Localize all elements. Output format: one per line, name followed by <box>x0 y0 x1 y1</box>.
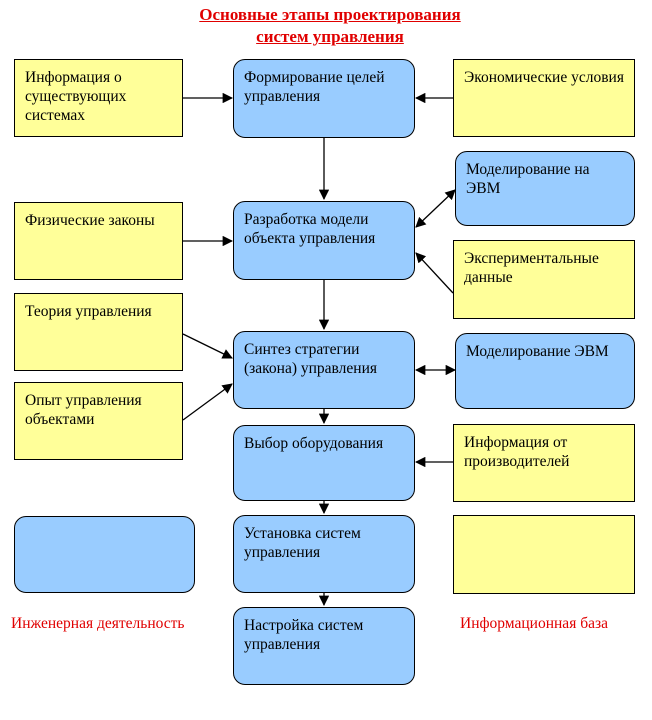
manufacturers-info-box: Информация от производителей <box>453 424 635 502</box>
arrow-control-experience <box>182 383 233 421</box>
economic-conditions-box: Экономические условия <box>453 59 635 137</box>
system-installation-box: Установка систем управления <box>233 515 415 593</box>
arrow-control-theory <box>182 333 233 359</box>
diagram-title: Основные этапы проектирования систем упр… <box>150 4 510 48</box>
arrow-experimental <box>415 252 454 294</box>
existing-systems-info-box: Информация о существующих системах <box>14 59 183 137</box>
equipment-selection-box: Выбор оборудования <box>233 425 415 501</box>
physical-laws-box: Физические законы <box>14 202 183 280</box>
strategy-synthesis-box: Синтез стратегии (закона) управления <box>233 331 415 409</box>
title-line-2: систем управления <box>256 27 404 46</box>
control-experience-box: Опыт управления объектами <box>14 382 183 460</box>
model-development-box: Разработка модели объекта управления <box>233 201 415 280</box>
legend-info-base-label: Информационная база <box>460 615 608 632</box>
arrow-modeling1 <box>415 189 456 228</box>
computer-modeling-box-2: Моделирование ЭВМ <box>455 333 635 409</box>
experimental-data-box: Экспериментальные данные <box>453 240 635 319</box>
legend-info-base-swatch <box>453 515 635 594</box>
control-theory-box: Теория управления <box>14 293 183 371</box>
system-tuning-box: Настройка систем управления <box>233 607 415 685</box>
legend-engineering-swatch <box>14 516 195 593</box>
computer-modeling-box-1: Моделирование на ЭВМ <box>455 151 635 226</box>
legend-engineering-label: Инженерная деятельность <box>11 615 185 632</box>
title-line-1: Основные этапы проектирования <box>199 5 461 24</box>
goals-formation-box: Формирование целей управления <box>233 59 415 138</box>
